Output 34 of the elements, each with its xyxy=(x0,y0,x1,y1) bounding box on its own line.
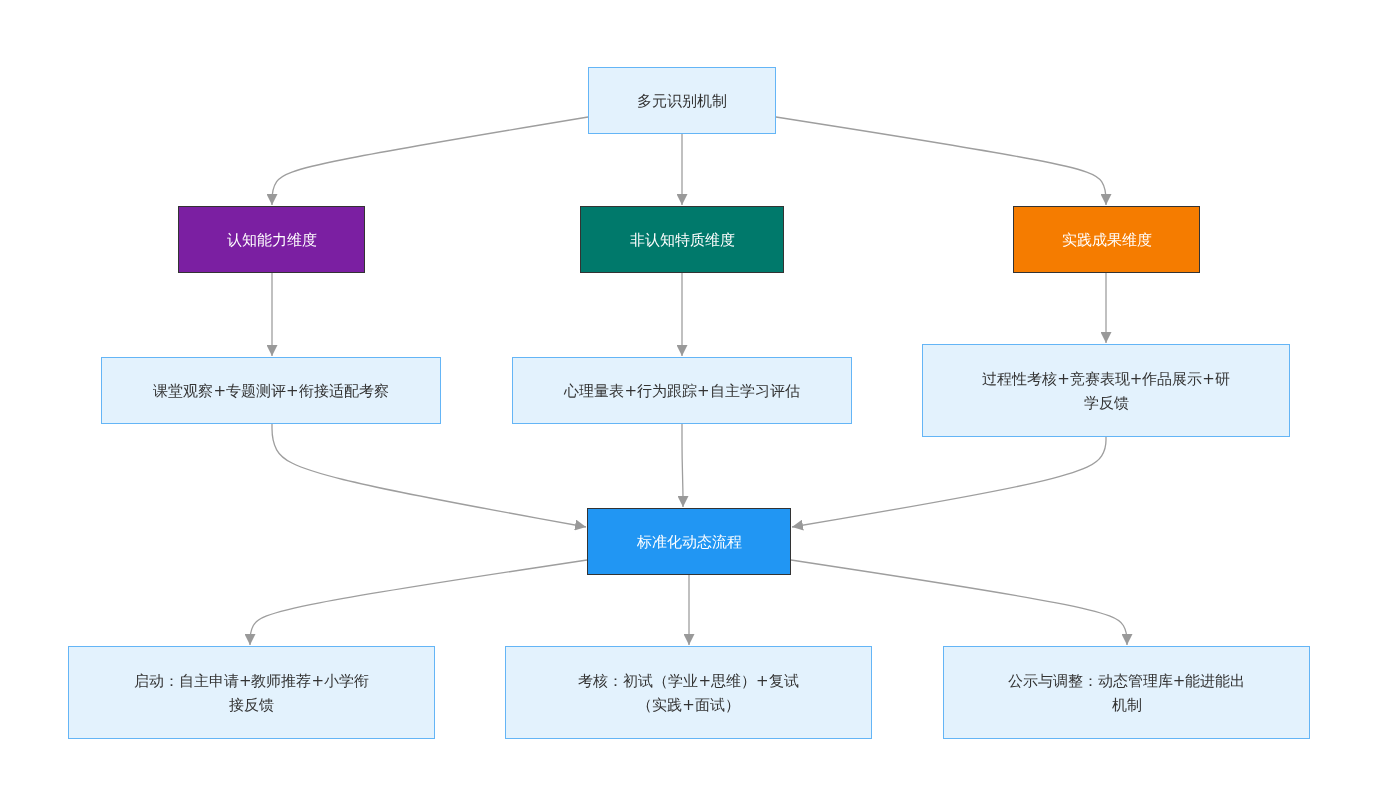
arrow xyxy=(271,423,587,531)
node-label: 启动：自主申请+教师推荐+小学衔接反馈 xyxy=(132,670,371,716)
node-label: 非认知特质维度 xyxy=(629,229,735,251)
arrow xyxy=(683,574,695,646)
node-label: 标准化动态流程 xyxy=(636,531,742,553)
arrow xyxy=(676,133,688,206)
process-box xyxy=(101,357,441,424)
process-box xyxy=(505,646,872,739)
process-box xyxy=(588,67,776,134)
arrow xyxy=(775,116,1112,206)
node-label: 过程性考核+竞赛表现+作品展示+研学反馈 xyxy=(981,368,1231,414)
node-label: 实践成果维度 xyxy=(1061,229,1152,251)
process-box xyxy=(68,646,435,739)
node-label: 认知能力维度 xyxy=(226,229,317,251)
node-label: 课堂观察+专题测评+衔接适配考察 xyxy=(153,380,389,402)
arrow xyxy=(244,559,588,646)
arrow xyxy=(676,272,688,357)
node-label: 多元识别机制 xyxy=(637,90,727,112)
node-label: 心理量表+行为跟踪+自主学习评估 xyxy=(564,380,800,402)
process-box xyxy=(580,206,784,273)
arrow xyxy=(266,116,589,206)
arrow xyxy=(790,559,1133,646)
process-box xyxy=(512,357,852,424)
node-label: 公示与调整：动态管理库+能进能出机制 xyxy=(1006,670,1247,716)
arrow xyxy=(1100,272,1112,344)
process-box xyxy=(922,344,1290,437)
process-box xyxy=(943,646,1310,739)
arrow xyxy=(791,436,1107,531)
process-box xyxy=(587,508,791,575)
process-box xyxy=(178,206,365,273)
node-label: 考核：初试（学业+思维）+复试（实践+面试） xyxy=(577,670,800,716)
process-box xyxy=(1013,206,1200,273)
arrow xyxy=(266,272,278,357)
arrow xyxy=(677,423,689,508)
